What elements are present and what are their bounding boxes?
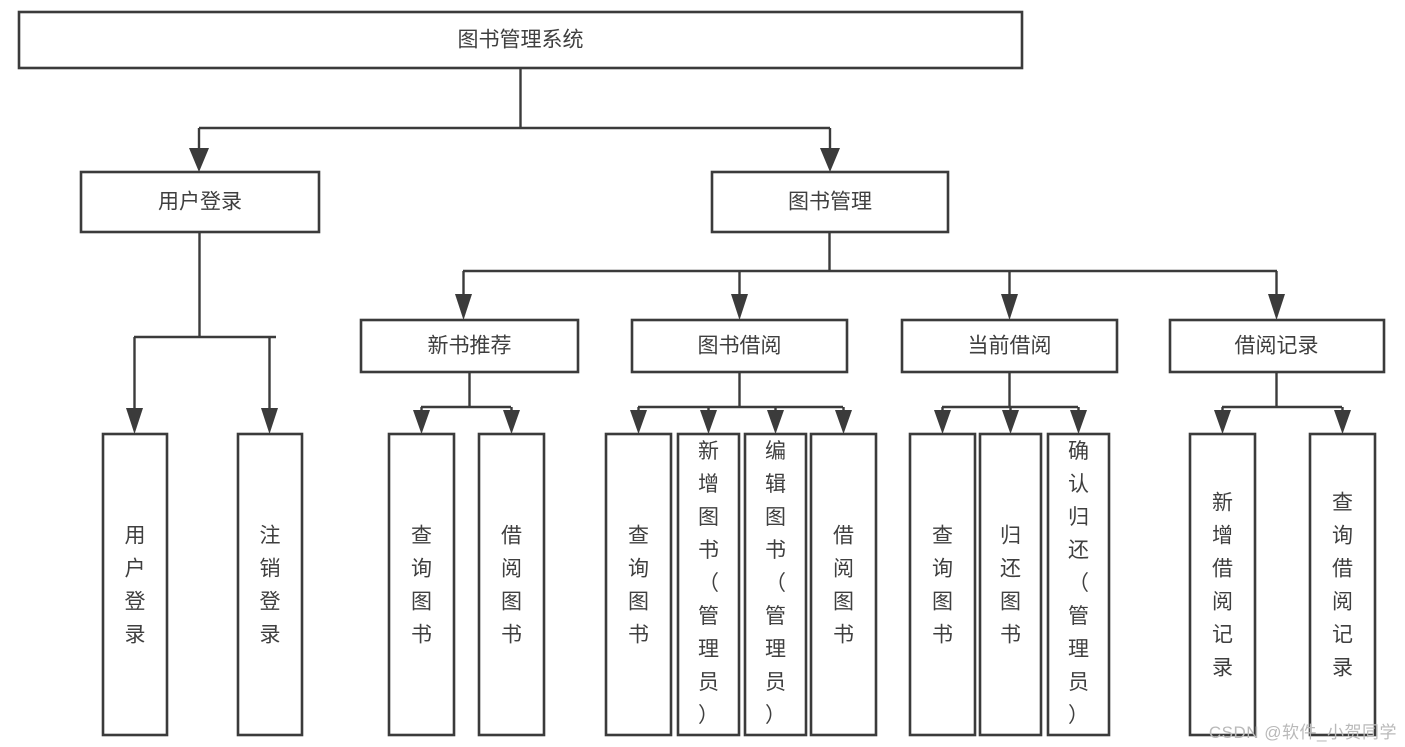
node-leaf-edit-book-label: 编辑图书（管理员）: [765, 440, 786, 727]
node-leaf-borrow-book-2[interactable]: 借阅图书: [809, 432, 878, 737]
arrowhead-leaf-query-record: [1334, 410, 1351, 434]
node-leaf-confirm-return[interactable]: 确认归还（管理员）: [1046, 432, 1111, 737]
node-leaf-borrow-book-1-label: 借阅图书: [501, 525, 522, 647]
arrowhead-leaf-query-book-3: [934, 410, 951, 434]
arrowhead-book-borrow: [731, 294, 748, 320]
node-leaf-logout-box[interactable]: [236, 432, 304, 737]
arrowhead-leaf-borrow-book-2: [835, 410, 852, 434]
node-leaf-return-book-label: 归还图书: [1000, 525, 1021, 647]
node-leaf-query-book-3-box[interactable]: [908, 432, 977, 737]
node-leaf-query-record[interactable]: 查询借阅记录: [1308, 432, 1377, 737]
node-leaf-query-book-3[interactable]: 查询图书: [908, 432, 977, 737]
arrowhead-current-borrow: [1001, 294, 1018, 320]
arrowhead-book-management: [820, 148, 840, 172]
node-user-login[interactable]: 用户登录: [79, 170, 321, 234]
node-book-management-box[interactable]: [710, 170, 950, 234]
arrowhead-leaf-add-book: [700, 410, 717, 434]
node-current-borrow-label: 当前借阅: [968, 335, 1052, 358]
node-leaf-query-book-2[interactable]: 查询图书: [604, 432, 673, 737]
node-leaf-add-book-label: 新增图书（管理员）: [698, 440, 719, 727]
arrowhead-leaf-add-record: [1214, 410, 1231, 434]
node-leaf-query-book-2-label: 查询图书: [628, 525, 649, 647]
node-borrow-record-label: 借阅记录: [1235, 335, 1319, 358]
arrowhead-leaf-borrow-book-1: [503, 410, 520, 434]
node-leaf-borrow-book-1-box[interactable]: [477, 432, 546, 737]
node-user-login-label: 用户登录: [158, 191, 242, 214]
node-leaf-borrow-book-1[interactable]: 借阅图书: [477, 432, 546, 737]
node-book-management-label: 图书管理: [788, 191, 872, 214]
node-borrow-record-box[interactable]: [1168, 318, 1386, 374]
node-new-book-recommend-box[interactable]: [359, 318, 580, 374]
connector-layer: [126, 68, 1351, 434]
node-book-borrow[interactable]: 图书借阅: [630, 318, 849, 374]
arrowhead-leaf-user-login: [126, 408, 143, 434]
node-leaf-return-book[interactable]: 归还图书: [978, 432, 1043, 737]
arrowhead-leaf-query-book-2: [630, 410, 647, 434]
node-root-box[interactable]: [17, 10, 1024, 70]
arrowhead-leaf-return-book: [1002, 410, 1019, 434]
node-book-management[interactable]: 图书管理: [710, 170, 950, 234]
node-current-borrow-box[interactable]: [900, 318, 1119, 374]
node-leaf-user-login-label: 用户登录: [125, 525, 146, 647]
node-leaf-query-book-1-box[interactable]: [387, 432, 456, 737]
arrowhead-borrow-record: [1268, 294, 1285, 320]
node-new-book-recommend[interactable]: 新书推荐: [359, 318, 580, 374]
node-leaf-query-book-3-label: 查询图书: [932, 525, 953, 647]
node-root-label: 图书管理系统: [458, 29, 584, 52]
node-leaf-borrow-book-2-label: 借阅图书: [833, 525, 854, 647]
arrowhead-leaf-query-book-1: [413, 410, 430, 434]
node-book-borrow-label: 图书借阅: [698, 335, 782, 358]
node-leaf-return-book-box[interactable]: [978, 432, 1043, 737]
node-leaf-query-book-2-box[interactable]: [604, 432, 673, 737]
node-leaf-confirm-return-box[interactable]: [1046, 432, 1111, 737]
arrowhead-leaf-logout: [261, 408, 278, 434]
node-leaf-add-record-box[interactable]: [1188, 432, 1257, 737]
node-leaf-user-login-box[interactable]: [101, 432, 169, 737]
node-leaf-query-book-1[interactable]: 查询图书: [387, 432, 456, 737]
node-leaf-logout[interactable]: 注销登录: [236, 432, 304, 737]
arrowhead-new-book-recommend: [455, 294, 472, 320]
arrowhead-user-login: [189, 148, 209, 172]
node-leaf-add-book-box[interactable]: [676, 432, 741, 737]
node-borrow-record[interactable]: 借阅记录: [1168, 318, 1386, 374]
node-leaf-logout-label: 注销登录: [260, 525, 281, 647]
node-leaf-add-record-label: 新增借阅记录: [1212, 492, 1233, 680]
node-leaf-edit-book[interactable]: 编辑图书（管理员）: [743, 432, 808, 737]
node-book-borrow-box[interactable]: [630, 318, 849, 374]
node-root[interactable]: 图书管理系统: [17, 10, 1024, 70]
csdn-watermark: CSDN @软件_小贺同学: [1208, 723, 1397, 742]
node-leaf-confirm-return-label: 确认归还（管理员）: [1068, 440, 1089, 727]
node-current-borrow[interactable]: 当前借阅: [900, 318, 1119, 374]
node-user-login-box[interactable]: [79, 170, 321, 234]
node-leaf-add-book[interactable]: 新增图书（管理员）: [676, 432, 741, 737]
node-leaf-query-book-1-label: 查询图书: [411, 525, 432, 647]
node-leaf-edit-book-box[interactable]: [743, 432, 808, 737]
node-leaf-query-record-box[interactable]: [1308, 432, 1377, 737]
node-leaf-user-login[interactable]: 用户登录: [101, 432, 169, 737]
arrowhead-leaf-edit-book: [767, 410, 784, 434]
node-leaf-query-record-label: 查询借阅记录: [1332, 492, 1353, 680]
node-leaf-borrow-book-2-box[interactable]: [809, 432, 878, 737]
node-new-book-recommend-label: 新书推荐: [428, 335, 512, 358]
node-leaf-add-record[interactable]: 新增借阅记录: [1188, 432, 1257, 737]
arrowhead-leaf-confirm-return: [1070, 410, 1087, 434]
